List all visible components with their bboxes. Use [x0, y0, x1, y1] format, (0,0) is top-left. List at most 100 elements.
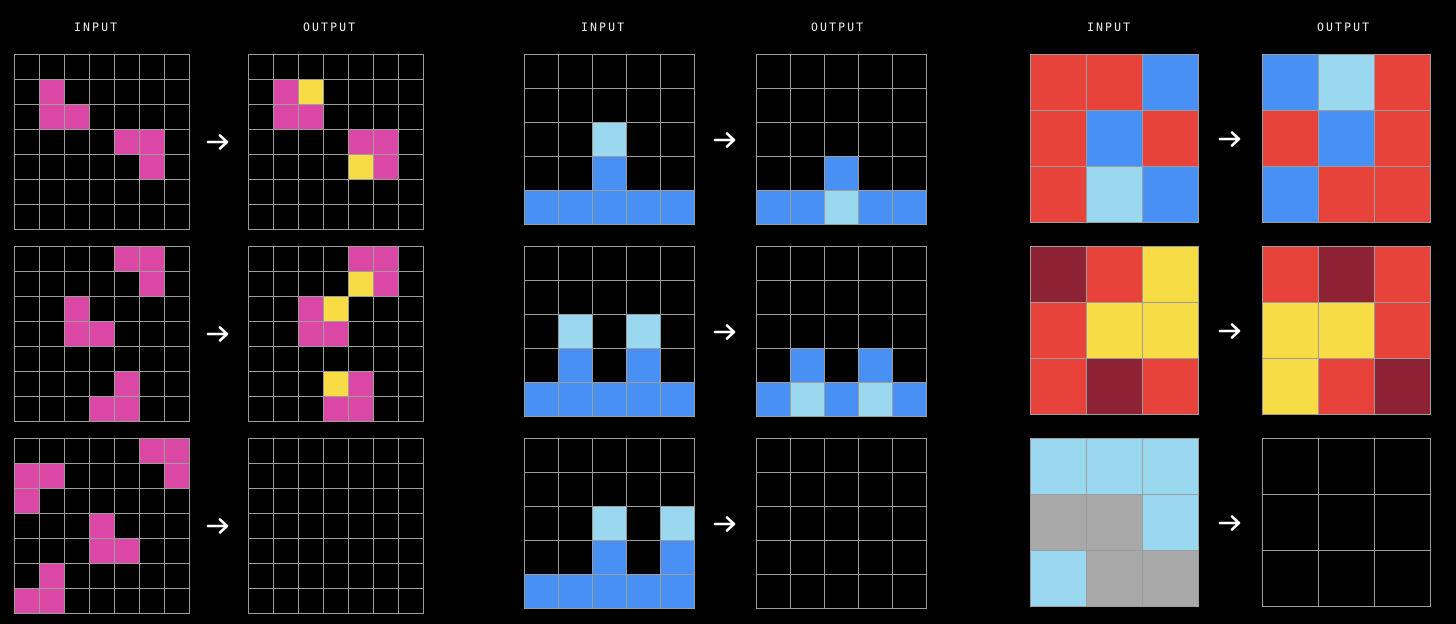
grid-cell[interactable]	[1319, 495, 1374, 550]
output-grid[interactable]	[1262, 438, 1431, 607]
grid-cell[interactable]	[274, 205, 298, 229]
input-grid[interactable]	[14, 246, 190, 422]
grid-cell[interactable]	[349, 397, 373, 421]
grid-cell[interactable]	[90, 514, 114, 538]
grid-cell[interactable]	[274, 589, 298, 613]
grid-cell[interactable]	[15, 155, 39, 179]
grid-cell[interactable]	[65, 130, 89, 154]
grid-cell[interactable]	[825, 507, 858, 540]
grid-cell[interactable]	[249, 564, 273, 588]
grid-cell[interactable]	[593, 541, 626, 574]
grid-cell[interactable]	[791, 383, 824, 416]
grid-cell[interactable]	[115, 347, 139, 371]
grid-cell[interactable]	[559, 157, 592, 190]
grid-cell[interactable]	[40, 247, 64, 271]
grid-cell[interactable]	[90, 130, 114, 154]
grid-cell[interactable]	[349, 322, 373, 346]
grid-cell[interactable]	[399, 439, 423, 463]
grid-cell[interactable]	[299, 247, 323, 271]
grid-cell[interactable]	[559, 439, 592, 472]
grid-cell[interactable]	[1031, 55, 1086, 110]
grid-cell[interactable]	[249, 372, 273, 396]
grid-cell[interactable]	[661, 575, 694, 608]
grid-cell[interactable]	[299, 539, 323, 563]
grid-cell[interactable]	[40, 155, 64, 179]
grid-cell[interactable]	[115, 272, 139, 296]
grid-cell[interactable]	[825, 439, 858, 472]
grid-cell[interactable]	[115, 589, 139, 613]
grid-cell[interactable]	[15, 464, 39, 488]
grid-cell[interactable]	[593, 123, 626, 156]
grid-cell[interactable]	[757, 439, 790, 472]
grid-cell[interactable]	[165, 439, 189, 463]
grid-cell[interactable]	[140, 397, 164, 421]
output-grid[interactable]	[1262, 246, 1431, 415]
grid-cell[interactable]	[349, 155, 373, 179]
grid-cell[interactable]	[140, 247, 164, 271]
grid-cell[interactable]	[399, 180, 423, 204]
grid-cell[interactable]	[1087, 167, 1142, 222]
grid-cell[interactable]	[859, 439, 892, 472]
grid-cell[interactable]	[1375, 55, 1430, 110]
grid-cell[interactable]	[249, 589, 273, 613]
grid-cell[interactable]	[757, 89, 790, 122]
grid-cell[interactable]	[249, 180, 273, 204]
grid-cell[interactable]	[324, 514, 348, 538]
grid-cell[interactable]	[1143, 495, 1198, 550]
grid-cell[interactable]	[165, 514, 189, 538]
grid-cell[interactable]	[627, 439, 660, 472]
grid-cell[interactable]	[349, 130, 373, 154]
grid-cell[interactable]	[165, 55, 189, 79]
grid-cell[interactable]	[299, 180, 323, 204]
grid-cell[interactable]	[140, 347, 164, 371]
grid-cell[interactable]	[791, 349, 824, 382]
grid-cell[interactable]	[299, 55, 323, 79]
grid-cell[interactable]	[324, 272, 348, 296]
grid-cell[interactable]	[374, 589, 398, 613]
grid-cell[interactable]	[559, 315, 592, 348]
grid-cell[interactable]	[115, 439, 139, 463]
grid-cell[interactable]	[399, 489, 423, 513]
grid-cell[interactable]	[165, 589, 189, 613]
grid-cell[interactable]	[115, 397, 139, 421]
grid-cell[interactable]	[525, 123, 558, 156]
grid-cell[interactable]	[115, 205, 139, 229]
grid-cell[interactable]	[525, 157, 558, 190]
grid-cell[interactable]	[525, 191, 558, 224]
grid-cell[interactable]	[140, 589, 164, 613]
grid-cell[interactable]	[299, 272, 323, 296]
grid-cell[interactable]	[115, 297, 139, 321]
grid-cell[interactable]	[274, 297, 298, 321]
grid-cell[interactable]	[1031, 303, 1086, 358]
grid-cell[interactable]	[15, 55, 39, 79]
grid-cell[interactable]	[399, 297, 423, 321]
grid-cell[interactable]	[559, 349, 592, 382]
grid-cell[interactable]	[859, 575, 892, 608]
grid-cell[interactable]	[349, 514, 373, 538]
grid-cell[interactable]	[791, 575, 824, 608]
grid-cell[interactable]	[1375, 359, 1430, 414]
grid-cell[interactable]	[140, 130, 164, 154]
grid-cell[interactable]	[1319, 439, 1374, 494]
grid-cell[interactable]	[525, 473, 558, 506]
grid-cell[interactable]	[893, 349, 926, 382]
grid-cell[interactable]	[115, 247, 139, 271]
grid-cell[interactable]	[249, 272, 273, 296]
grid-cell[interactable]	[165, 247, 189, 271]
grid-cell[interactable]	[15, 297, 39, 321]
grid-cell[interactable]	[627, 89, 660, 122]
grid-cell[interactable]	[349, 297, 373, 321]
grid-cell[interactable]	[15, 589, 39, 613]
input-grid[interactable]	[14, 54, 190, 230]
grid-cell[interactable]	[757, 473, 790, 506]
grid-cell[interactable]	[1263, 247, 1318, 302]
grid-cell[interactable]	[1319, 551, 1374, 606]
grid-cell[interactable]	[349, 439, 373, 463]
grid-cell[interactable]	[115, 372, 139, 396]
grid-cell[interactable]	[791, 473, 824, 506]
grid-cell[interactable]	[661, 439, 694, 472]
grid-cell[interactable]	[15, 180, 39, 204]
grid-cell[interactable]	[40, 539, 64, 563]
grid-cell[interactable]	[115, 80, 139, 104]
grid-cell[interactable]	[893, 473, 926, 506]
